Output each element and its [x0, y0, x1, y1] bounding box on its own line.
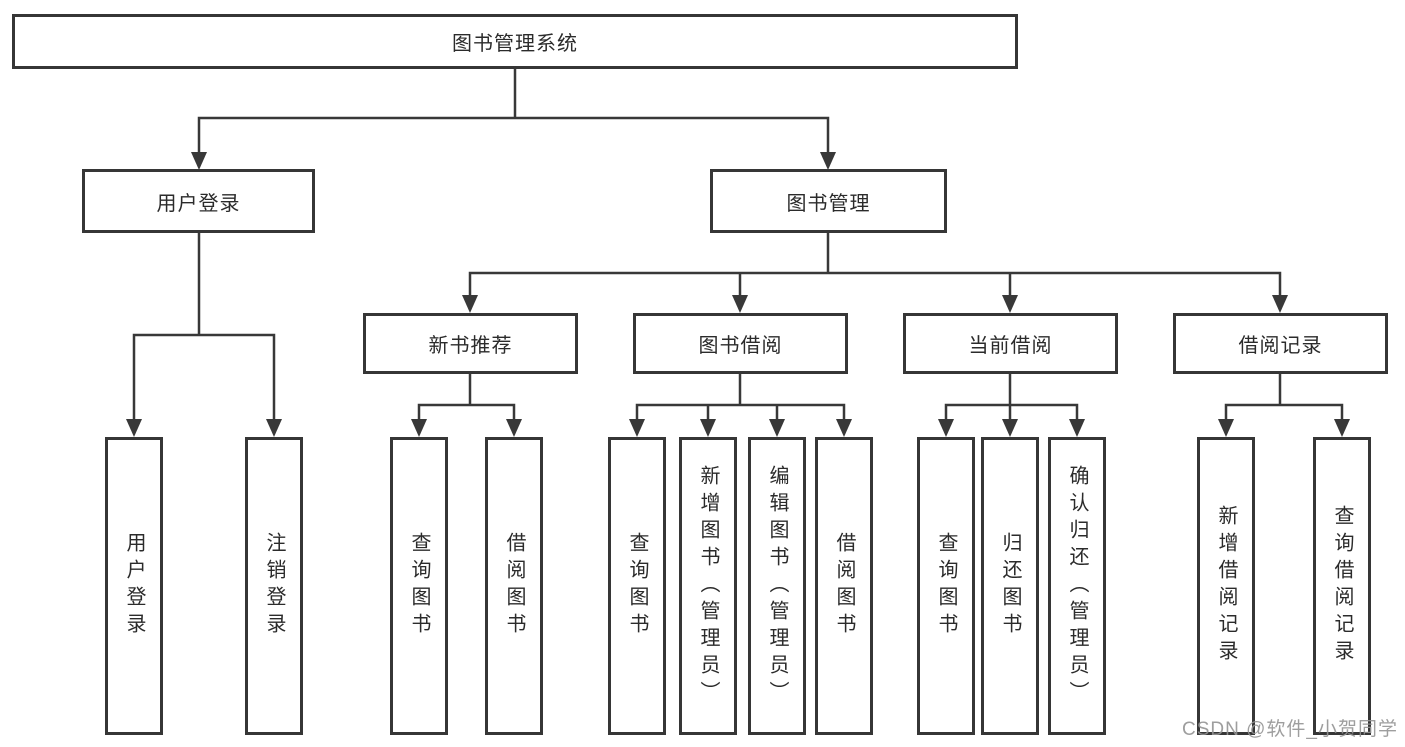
node-book-borrow: 图书借阅 [633, 313, 848, 374]
connector-recommend-to-leaves [417, 372, 516, 422]
node-leaf-logout: 注销登录 [245, 437, 303, 735]
node-leaf-record-add-borrow-record-label: 新增借阅记录 [1215, 505, 1237, 667]
node-book-mgmt: 图书管理 [710, 169, 947, 233]
node-leaf-logout-label: 注销登录 [263, 532, 285, 640]
node-leaf-current-query-book-label: 查询图书 [935, 532, 957, 640]
node-leaf-recommend-query-book: 查询图书 [390, 437, 448, 735]
connector-record-to-leaves [1224, 372, 1344, 422]
node-leaf-borrow-borrow-book: 借阅图书 [815, 437, 873, 735]
node-leaf-borrow-edit-book-admin-label: 编辑图书（管理员） [766, 464, 788, 708]
node-borrow-record: 借阅记录 [1173, 313, 1388, 374]
node-leaf-record-add-borrow-record: 新增借阅记录 [1197, 437, 1255, 735]
node-leaf-borrow-add-book-admin-label: 新增图书（管理员） [697, 464, 719, 708]
node-leaf-borrow-add-book-admin: 新增图书（管理员） [679, 437, 737, 735]
node-leaf-current-confirm-return-admin-label: 确认归还（管理员） [1066, 464, 1088, 708]
node-leaf-current-return-book-label: 归还图书 [999, 532, 1021, 640]
node-leaf-current-confirm-return-admin: 确认归还（管理员） [1048, 437, 1106, 735]
node-current-borrow: 当前借阅 [903, 313, 1118, 374]
node-leaf-user-login-label: 用户登录 [123, 532, 145, 640]
watermark: CSDN @软件_小贺同学 [1182, 719, 1398, 740]
node-user-login-label: 用户登录 [156, 192, 241, 215]
node-root: 图书管理系统 [12, 14, 1018, 69]
connector-user-login-to-leaves [132, 232, 276, 422]
connector-borrow-to-leaves [635, 372, 846, 422]
node-leaf-recommend-query-book-label: 查询图书 [408, 532, 430, 640]
node-leaf-recommend-borrow-book: 借阅图书 [485, 437, 543, 735]
node-book-mgmt-label: 图书管理 [786, 192, 871, 215]
connector-root-to-level2 [197, 67, 830, 155]
node-new-book-recommend-label: 新书推荐 [428, 335, 513, 357]
node-leaf-borrow-borrow-book-label: 借阅图书 [833, 532, 855, 640]
node-leaf-borrow-query-book-label: 查询图书 [626, 532, 648, 640]
node-leaf-recommend-borrow-book-label: 借阅图书 [503, 532, 525, 640]
node-leaf-record-query-borrow-record: 查询借阅记录 [1313, 437, 1371, 735]
node-leaf-current-query-book: 查询图书 [917, 437, 975, 735]
node-leaf-record-query-borrow-record-label: 查询借阅记录 [1331, 505, 1353, 667]
connector-current-to-leaves [944, 372, 1079, 422]
node-current-borrow-label: 当前借阅 [968, 335, 1053, 357]
node-root-label: 图书管理系统 [452, 33, 578, 55]
node-leaf-borrow-query-book: 查询图书 [608, 437, 666, 735]
connector-book-mgmt-to-level3 [468, 232, 1282, 298]
node-book-borrow-label: 图书借阅 [698, 335, 783, 357]
node-new-book-recommend: 新书推荐 [363, 313, 578, 374]
node-leaf-user-login: 用户登录 [105, 437, 163, 735]
node-user-login: 用户登录 [82, 169, 315, 233]
arrowheads [126, 152, 1350, 437]
node-leaf-borrow-edit-book-admin: 编辑图书（管理员） [748, 437, 806, 735]
node-leaf-current-return-book: 归还图书 [981, 437, 1039, 735]
node-borrow-record-label: 借阅记录 [1238, 335, 1323, 357]
